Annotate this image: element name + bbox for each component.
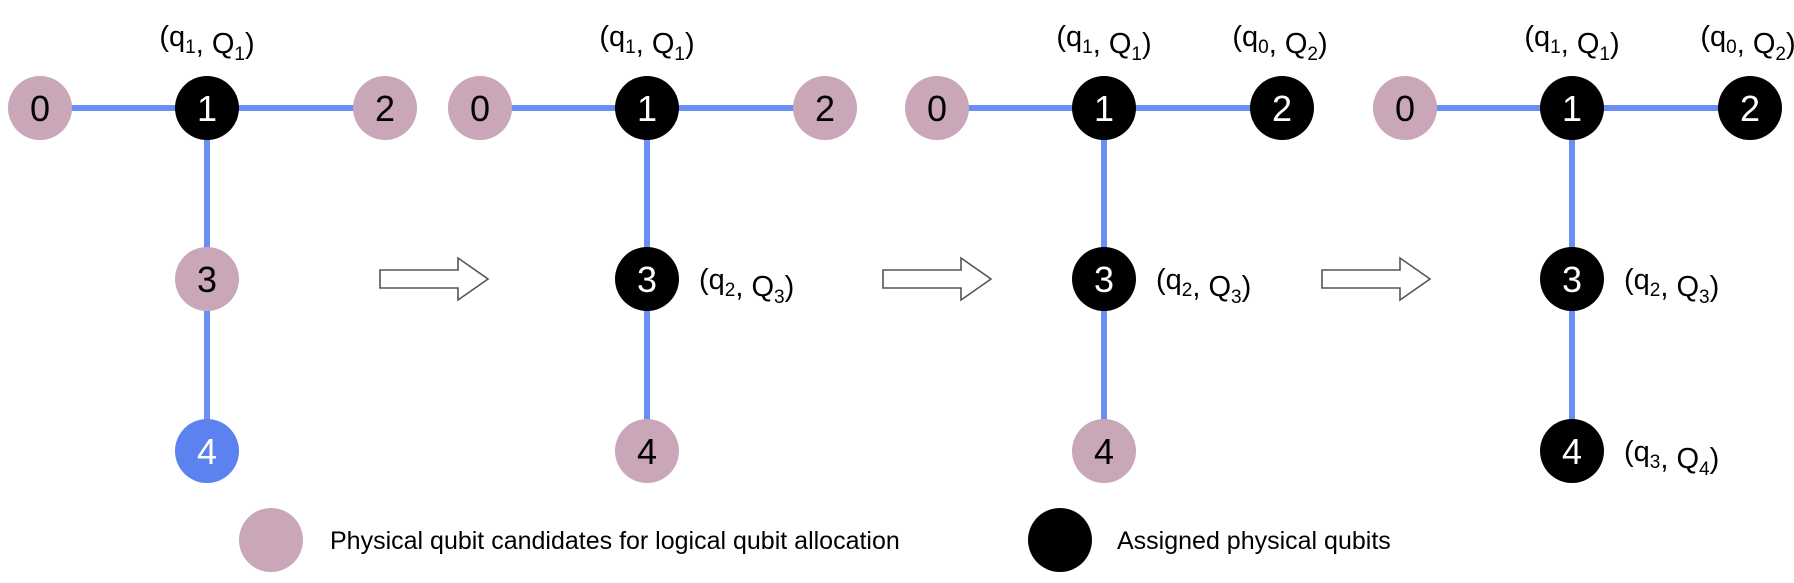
qubit-node-label: 2 xyxy=(815,88,835,129)
qubit-node-2 xyxy=(793,76,857,140)
qubit-node-label: 3 xyxy=(1094,259,1114,300)
step-arrow-3 xyxy=(1321,256,1432,302)
qubit-node-label: 0 xyxy=(927,88,947,129)
qubit-node-label: 2 xyxy=(1740,88,1760,129)
legend-candidate-swatch xyxy=(239,508,303,572)
qubit-node-label: 2 xyxy=(1272,88,1292,129)
qubit-node-label: 3 xyxy=(1562,259,1582,300)
coupling-map-panel-2: 0 1 2 3 4 (q1, Q1) (q2, Q3) xyxy=(448,21,857,483)
qubit-node-label: 1 xyxy=(1094,88,1114,129)
coupling-map-panel-3: 0 1 2 3 4 (q1, Q1) (q0, Q2) (q2, Q3) xyxy=(905,21,1328,483)
mapping-annotation-node-3: (q2, Q3) xyxy=(699,264,794,308)
qubit-node-3 xyxy=(1540,247,1604,311)
qubit-node-1 xyxy=(1540,76,1604,140)
mapping-annotation-node-3: (q2, Q3) xyxy=(1156,264,1251,308)
mapping-annotation-node-1: (q1, Q1) xyxy=(1056,21,1151,65)
qubit-node-4 xyxy=(1072,419,1136,483)
qubit-node-label: 4 xyxy=(1094,431,1114,472)
legend-assigned-swatch xyxy=(1028,508,1092,572)
qubit-node-1 xyxy=(615,76,679,140)
mapping-annotation-node-3: (q2, Q3) xyxy=(1624,264,1719,308)
qubit-node-0 xyxy=(1373,76,1437,140)
qubit-node-0 xyxy=(8,76,72,140)
qubit-node-4 xyxy=(1540,419,1604,483)
qubit-node-2 xyxy=(1718,76,1782,140)
qubit-node-1 xyxy=(175,76,239,140)
legend: Physical qubit candidates for logical qu… xyxy=(239,508,1391,572)
qubit-node-1 xyxy=(1072,76,1136,140)
qubit-node-label: 3 xyxy=(637,259,657,300)
mapping-annotation-node-2: (q0, Q2) xyxy=(1700,21,1794,65)
coupling-map-panel-4: 0 1 2 3 4 (q1, Q1) (q0, Q2) (q2, Q3) (q3, Q4) xyxy=(1373,21,1794,483)
panels-group: 0 1 2 3 4 (q1, Q1) 0 1 2 3 4 (q1, Q1) (q2, Q3) 0 1 2 3 4 (… xyxy=(8,21,1794,483)
mapping-annotation-node-2: (q0, Q2) xyxy=(1232,21,1327,65)
qubit-node-label: 2 xyxy=(375,88,395,129)
qubit-node-0 xyxy=(448,76,512,140)
qubit-node-0 xyxy=(905,76,969,140)
qubit-node-2 xyxy=(1250,76,1314,140)
qubit-node-4 xyxy=(175,419,239,483)
qubit-node-label: 3 xyxy=(197,259,217,300)
qubit-node-label: 4 xyxy=(1562,431,1582,472)
step-arrow-1 xyxy=(379,256,490,302)
mapping-annotation-node-4: (q3, Q4) xyxy=(1624,436,1719,480)
mapping-annotation-node-1: (q1, Q1) xyxy=(1524,21,1619,65)
qubit-node-label: 4 xyxy=(197,431,217,472)
legend-candidate-label: Physical qubit candidates for logical qu… xyxy=(330,527,900,555)
qubit-node-label: 0 xyxy=(470,88,490,129)
qubit-node-label: 4 xyxy=(637,431,657,472)
mapping-annotation-node-1: (q1, Q1) xyxy=(159,21,254,65)
step-arrows-group xyxy=(379,256,1432,302)
qubit-node-label: 1 xyxy=(637,88,657,129)
qubit-node-label: 1 xyxy=(1562,88,1582,129)
coupling-map-panel-1: 0 1 2 3 4 (q1, Q1) xyxy=(8,21,417,483)
qubit-node-2 xyxy=(353,76,417,140)
qubit-node-label: 0 xyxy=(30,88,50,129)
step-arrow-2 xyxy=(882,256,993,302)
qubit-node-3 xyxy=(1072,247,1136,311)
qubit-node-label: 1 xyxy=(197,88,217,129)
qubit-node-3 xyxy=(175,247,239,311)
qubit-node-4 xyxy=(615,419,679,483)
legend-assigned-label: Assigned physical qubits xyxy=(1117,527,1391,555)
mapping-annotation-node-1: (q1, Q1) xyxy=(599,21,694,65)
qubit-node-label: 0 xyxy=(1395,88,1415,129)
qubit-node-3 xyxy=(615,247,679,311)
